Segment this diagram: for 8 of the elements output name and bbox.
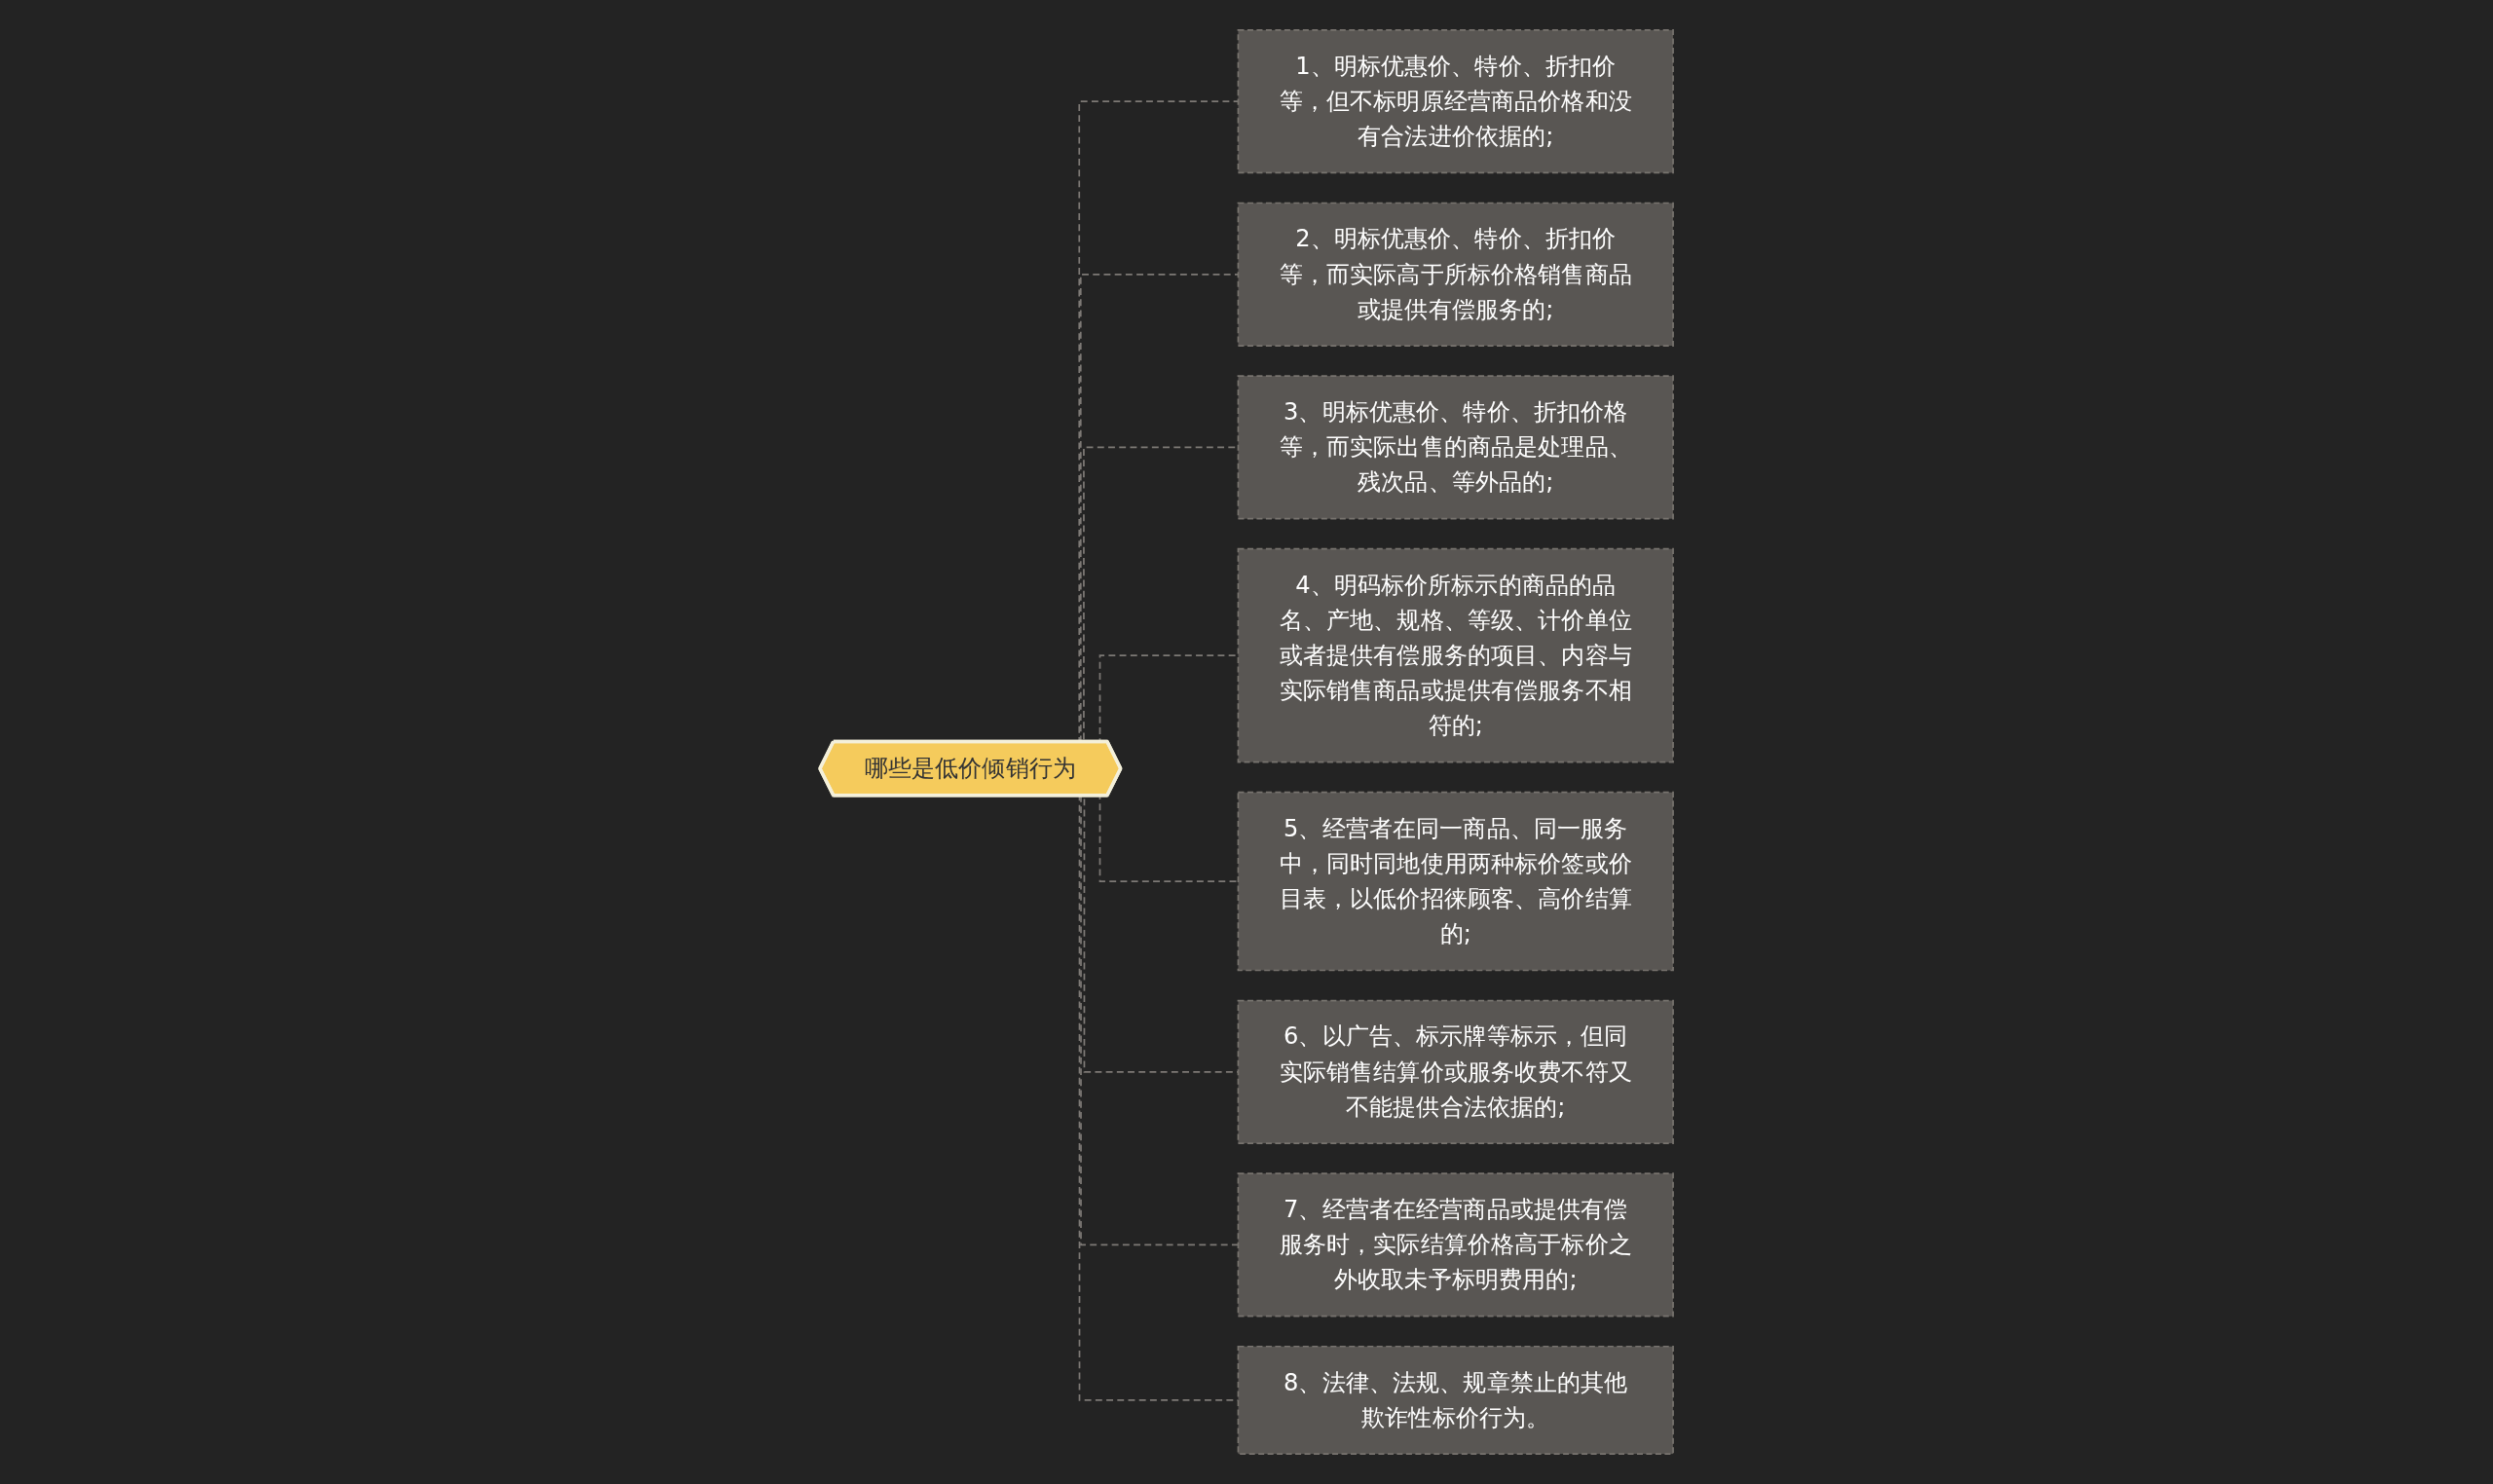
- node-box: 1、明标优惠价、特价、折扣价等，但不标明原经营商品价格和没有合法进价依据的;: [1237, 29, 1674, 174]
- node-box: 6、以广告、标示牌等标示，但同实际销售结算价或服务收费不符又不能提供合法依据的;: [1237, 999, 1674, 1144]
- node-box: 7、经营者在经营商品或提供有偿服务时，实际结算价格高于标价之外收取未予标明费用的;: [1237, 1172, 1674, 1317]
- node-box: 3、明标优惠价、特价、折扣价格等，而实际出售的商品是处理品、残次品、等外品的;: [1237, 375, 1674, 520]
- node-box: 4、明码标价所标示的商品的品名、产地、规格、等级、计价单位或者提供有偿服务的项目、内容与实际销售商品或提供有偿服务不相符的;: [1237, 547, 1674, 763]
- node-box: 8、法律、法规、规章禁止的其他欺诈性标价行为。: [1237, 1345, 1674, 1455]
- node-box: 2、明标优惠价、特价、折扣价等，而实际高于所标价格销售商品或提供有偿服务的;: [1237, 202, 1674, 347]
- node-box: 5、经营者在同一商品、同一服务中，同时同地使用两种标价签或价目表，以低价招徕顾客、高价结算的;: [1237, 791, 1674, 972]
